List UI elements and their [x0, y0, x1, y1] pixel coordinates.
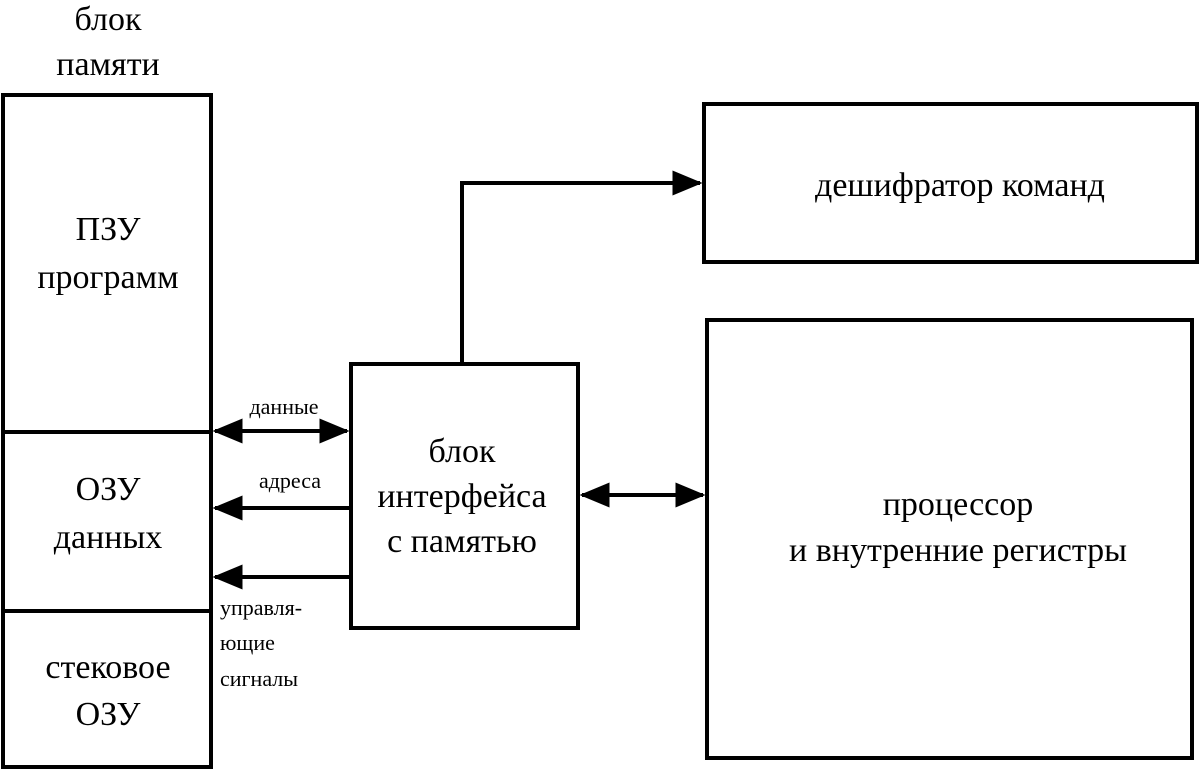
rom-label-line2: программ: [37, 259, 178, 296]
interface-to-decoder-arrow: [460, 170, 703, 364]
control-signals-label-line1: управля-: [220, 595, 302, 620]
control-signals-label-line2: ющие: [220, 630, 275, 655]
data-bus-label: данные: [249, 394, 318, 419]
processor-label-line2: и внутренние регистры: [789, 532, 1127, 569]
ram-label-line1: ОЗУ: [76, 471, 142, 508]
interface-label-line3: с памятью: [387, 523, 537, 560]
rom-label-line1: ПЗУ: [76, 211, 142, 248]
decoder-block: [702, 102, 1199, 264]
interface-label-line1: блок: [429, 433, 496, 470]
interface-label-line2: интерфейса: [377, 478, 546, 515]
memory-block-title-line2: памяти: [56, 46, 160, 83]
ram-label-line2: данных: [54, 519, 163, 556]
interface-block: [349, 362, 580, 630]
processor-block: [705, 318, 1194, 760]
memory-block-title-line1: блок: [75, 1, 142, 38]
processor-label-line1: процессор: [883, 486, 1034, 523]
decoder-label: дешифратор команд: [815, 167, 1105, 204]
address-bus-label: адреса: [259, 468, 321, 493]
stack-label-line2: ОЗУ: [76, 696, 142, 733]
control-signals-label-line3: сигналы: [220, 666, 298, 691]
stack-label-line1: стековое: [45, 649, 170, 686]
